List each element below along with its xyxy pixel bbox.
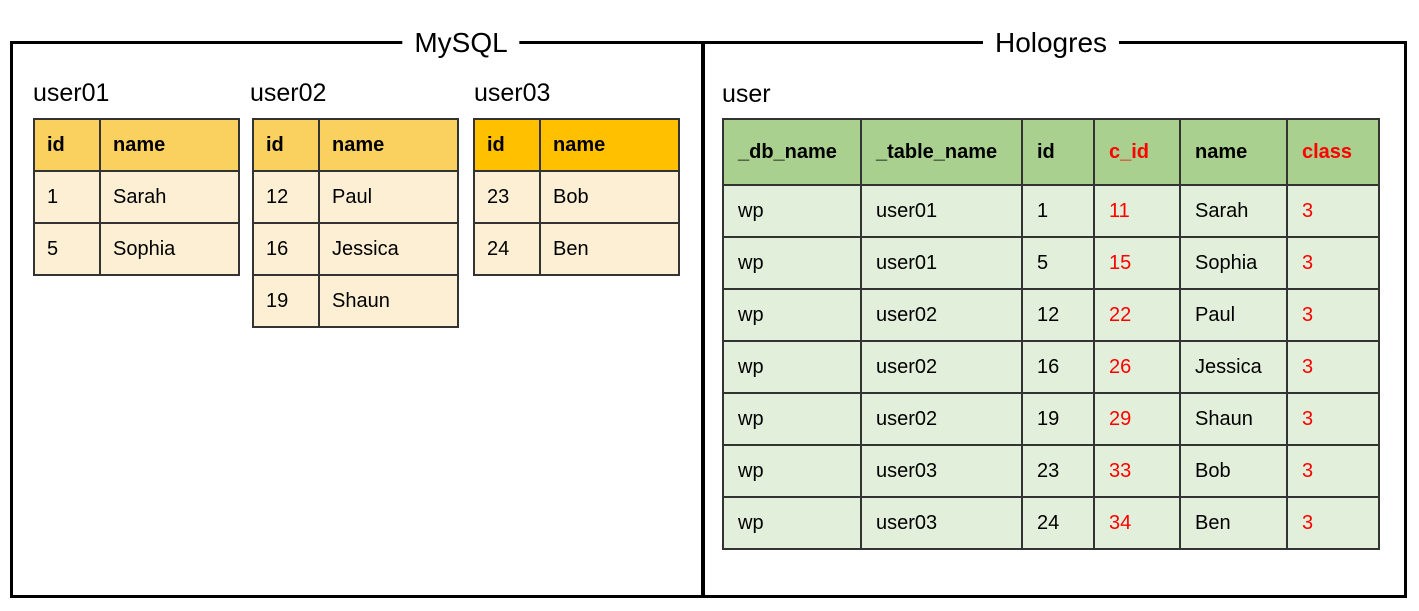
table-row: wp user03 24 34 Ben 3	[722, 496, 1380, 550]
cell-id: 16	[1021, 340, 1095, 394]
cell-id: 19	[252, 274, 320, 328]
cell-table-name: user03	[860, 444, 1023, 498]
cell-class: 3	[1286, 288, 1380, 342]
cell-table-name: user01	[860, 236, 1023, 290]
table-row: 24 Ben	[473, 222, 680, 276]
header-row: id name	[473, 118, 680, 172]
column-header-name: name	[1179, 118, 1288, 186]
cell-id: 23	[473, 170, 541, 224]
header-row: id name	[33, 118, 240, 172]
cell-c-id: 34	[1093, 496, 1181, 550]
cell-c-id: 15	[1093, 236, 1181, 290]
mysql-table-user02: id name 12 Paul 16 Jessica 19 Shaun	[252, 118, 459, 328]
table-row: 12 Paul	[252, 170, 459, 224]
table-row: wp user03 23 33 Bob 3	[722, 444, 1380, 498]
panel-divider	[701, 41, 705, 598]
cell-db-name: wp	[722, 184, 862, 238]
cell-name: Shaun	[1179, 392, 1288, 446]
column-header-name: name	[99, 118, 240, 172]
cell-c-id: 26	[1093, 340, 1181, 394]
cell-id: 19	[1021, 392, 1095, 446]
cell-id: 24	[1021, 496, 1095, 550]
cell-id: 12	[1021, 288, 1095, 342]
cell-c-id: 22	[1093, 288, 1181, 342]
cell-db-name: wp	[722, 340, 862, 394]
cell-c-id: 11	[1093, 184, 1181, 238]
table-row: 1 Sarah	[33, 170, 240, 224]
table-row: wp user02 19 29 Shaun 3	[722, 392, 1380, 446]
cell-id: 5	[33, 222, 101, 276]
column-header-name: name	[539, 118, 680, 172]
cell-id: 5	[1021, 236, 1095, 290]
column-header-class: class	[1286, 118, 1380, 186]
cell-class: 3	[1286, 444, 1380, 498]
cell-class: 3	[1286, 340, 1380, 394]
cell-name: Paul	[318, 170, 459, 224]
cell-class: 3	[1286, 496, 1380, 550]
cell-db-name: wp	[722, 444, 862, 498]
cell-id: 23	[1021, 444, 1095, 498]
cell-name: Bob	[1179, 444, 1288, 498]
column-header-id: id	[33, 118, 101, 172]
cell-db-name: wp	[722, 236, 862, 290]
cell-class: 3	[1286, 184, 1380, 238]
column-header-db-name: _db_name	[722, 118, 862, 186]
table-row: 5 Sophia	[33, 222, 240, 276]
cell-id: 16	[252, 222, 320, 276]
table-title-user: user	[722, 80, 771, 108]
column-header-id: id	[1021, 118, 1095, 186]
cell-id: 1	[1021, 184, 1095, 238]
mysql-section-label: MySQL	[402, 26, 520, 60]
table-row: 16 Jessica	[252, 222, 459, 276]
table-row: wp user02 12 22 Paul 3	[722, 288, 1380, 342]
table-row: 19 Shaun	[252, 274, 459, 328]
cell-name: Shaun	[318, 274, 459, 328]
outer-frame	[10, 41, 1407, 598]
cell-id: 24	[473, 222, 541, 276]
cell-db-name: wp	[722, 288, 862, 342]
cell-c-id: 29	[1093, 392, 1181, 446]
column-header-c-id: c_id	[1093, 118, 1181, 186]
cell-name: Jessica	[1179, 340, 1288, 394]
cell-class: 3	[1286, 236, 1380, 290]
cell-table-name: user03	[860, 496, 1023, 550]
cell-name: Sophia	[99, 222, 240, 276]
cell-c-id: 33	[1093, 444, 1181, 498]
header-row: id name	[252, 118, 459, 172]
cell-name: Sarah	[1179, 184, 1288, 238]
cell-table-name: user02	[860, 288, 1023, 342]
header-row: _db_name _table_name id c_id name class	[722, 118, 1380, 186]
hologres-section-label: Hologres	[982, 26, 1120, 60]
cell-name: Sophia	[1179, 236, 1288, 290]
table-title-user01: user01	[33, 79, 110, 107]
column-header-name: name	[318, 118, 459, 172]
cell-name: Jessica	[318, 222, 459, 276]
column-header-table-name: _table_name	[860, 118, 1023, 186]
cell-class: 3	[1286, 392, 1380, 446]
column-header-id: id	[252, 118, 320, 172]
mysql-table-user03: id name 23 Bob 24 Ben	[473, 118, 680, 276]
table-row: wp user01 1 11 Sarah 3	[722, 184, 1380, 238]
table-title-user03: user03	[474, 79, 551, 107]
cell-db-name: wp	[722, 496, 862, 550]
cell-table-name: user01	[860, 184, 1023, 238]
cell-id: 12	[252, 170, 320, 224]
cell-name: Paul	[1179, 288, 1288, 342]
cell-table-name: user02	[860, 340, 1023, 394]
hologres-table-user: _db_name _table_name id c_id name class …	[722, 118, 1380, 550]
mysql-table-user01: id name 1 Sarah 5 Sophia	[33, 118, 240, 276]
column-header-id: id	[473, 118, 541, 172]
table-row: wp user01 5 15 Sophia 3	[722, 236, 1380, 290]
cell-name: Bob	[539, 170, 680, 224]
table-title-user02: user02	[250, 79, 327, 107]
table-row: wp user02 16 26 Jessica 3	[722, 340, 1380, 394]
table-row: 23 Bob	[473, 170, 680, 224]
cell-name: Ben	[1179, 496, 1288, 550]
cell-table-name: user02	[860, 392, 1023, 446]
cell-id: 1	[33, 170, 101, 224]
cell-name: Ben	[539, 222, 680, 276]
cell-name: Sarah	[99, 170, 240, 224]
cell-db-name: wp	[722, 392, 862, 446]
